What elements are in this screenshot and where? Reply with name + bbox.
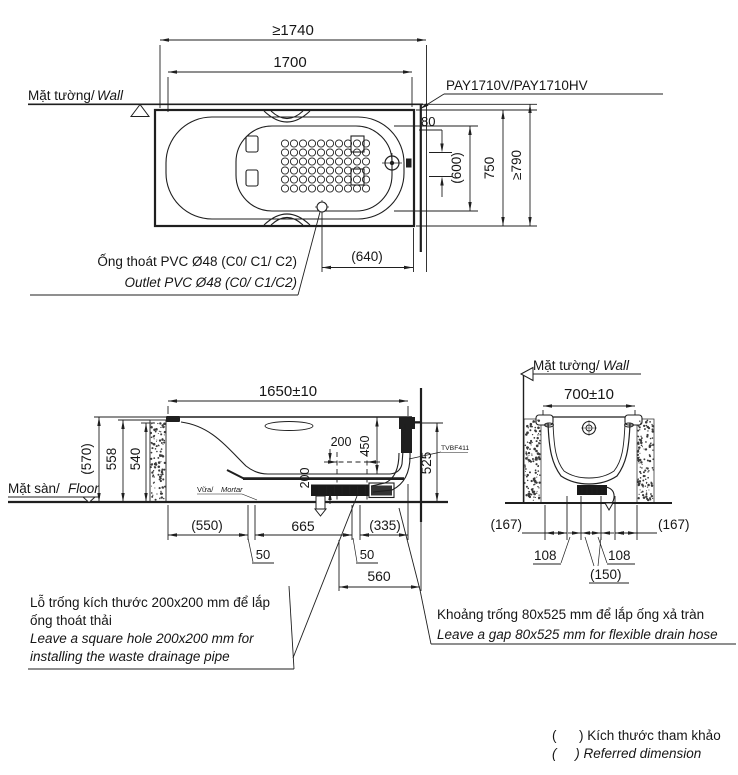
hole-note-en-2: installing the waste drainage pipe (30, 649, 230, 664)
dim-inner-width: (600) (449, 152, 464, 184)
gap-note-vi: Khoảng trống 80x525 mm để lắp ống xả trà… (437, 607, 704, 622)
model-label: PAY1710V/PAY1710HV (446, 78, 588, 93)
dim-length: 1650±10 (259, 383, 317, 400)
dim-tub-length: 1700 (273, 54, 306, 71)
dim-108-right: 108 (608, 548, 631, 563)
end-view: Mặt tường/ Wall 700±10 (167) (167) 108 1… (490, 358, 689, 582)
gap-note-en: Leave a gap 80x525 mm for flexible drain… (437, 627, 718, 642)
dim-50-left: 50 (256, 547, 270, 562)
dim-height-support: 540 (128, 448, 143, 471)
dim-560: 560 (367, 568, 391, 584)
hole-note-vi-1: Lỗ trống kích thước 200x200 mm để lắp (30, 595, 270, 610)
floor-label-en: Floor (68, 481, 99, 496)
hole-note-vi-2: ống thoát thải (30, 613, 112, 628)
wall-label2-vi: Mặt tường/ (533, 358, 600, 373)
top-view: ≥1740 1700 Mặt tường/ Wall PAY1710V/PAY1… (28, 22, 588, 290)
dim-tub-width: 750 (482, 157, 497, 180)
dim-gap-80: 80 (421, 114, 435, 129)
dim-depth: 450 (358, 436, 372, 457)
outlet-note-vi: Ống thoát PVC Ø48 (C0/ C1/ C2) (97, 254, 297, 269)
wall-label-en: Wall (97, 88, 124, 103)
outlet-note-en: Outlet PVC Ø48 (C0/ C1/C2) (124, 275, 297, 290)
dim-niche-length: ≥1740 (272, 22, 314, 39)
dim-height-rim: 558 (104, 448, 119, 471)
legend: ( ) Kích thước tham khảo ( ) Referred di… (552, 728, 721, 761)
dim-width: 700±10 (564, 386, 614, 403)
wall-label-vi: Mặt tường/ (28, 88, 95, 103)
installation-notes: Lỗ trống kích thước 200x200 mm để lắp ốn… (30, 595, 718, 664)
dim-drain-offset: (640) (351, 249, 383, 264)
floor-label-vi: Mặt sàn/ (8, 481, 60, 496)
wall-label2-en: Wall (603, 358, 630, 373)
dim-167-left: (167) (490, 517, 522, 532)
dim-150: (150) (590, 567, 622, 582)
dimension-geometry (97, 38, 637, 589)
legend-referred-vi: ( ) Kích thước tham khảo (552, 728, 721, 743)
dim-hole-height: 200 (298, 468, 312, 489)
mortar-label-vi: Vữa/ (197, 485, 214, 494)
drawing-geometry (8, 45, 736, 670)
part-code: TVBF411 (441, 445, 469, 452)
legend-referred-en: ( ) Referred dimension (552, 746, 701, 761)
dim-550: (550) (191, 518, 223, 533)
dim-overflow-height: 525 (419, 452, 434, 475)
side-view: 1650±10 (570) 558 540 Mặt sàn/ Floor Vữa… (8, 383, 469, 584)
dim-50-right: 50 (360, 547, 374, 562)
dim-height-total: (570) (79, 443, 94, 475)
dim-hole-width: 200 (331, 435, 352, 449)
hole-note-en-1: Leave a square hole 200x200 mm for (30, 631, 254, 646)
dim-108-left: 108 (534, 548, 557, 563)
dim-167-right: (167) (658, 517, 690, 532)
dim-665: 665 (291, 518, 315, 534)
mortar-label-en: Mortar (221, 485, 243, 494)
dim-niche-width: ≥790 (509, 150, 524, 180)
dim-335: (335) (369, 518, 401, 533)
